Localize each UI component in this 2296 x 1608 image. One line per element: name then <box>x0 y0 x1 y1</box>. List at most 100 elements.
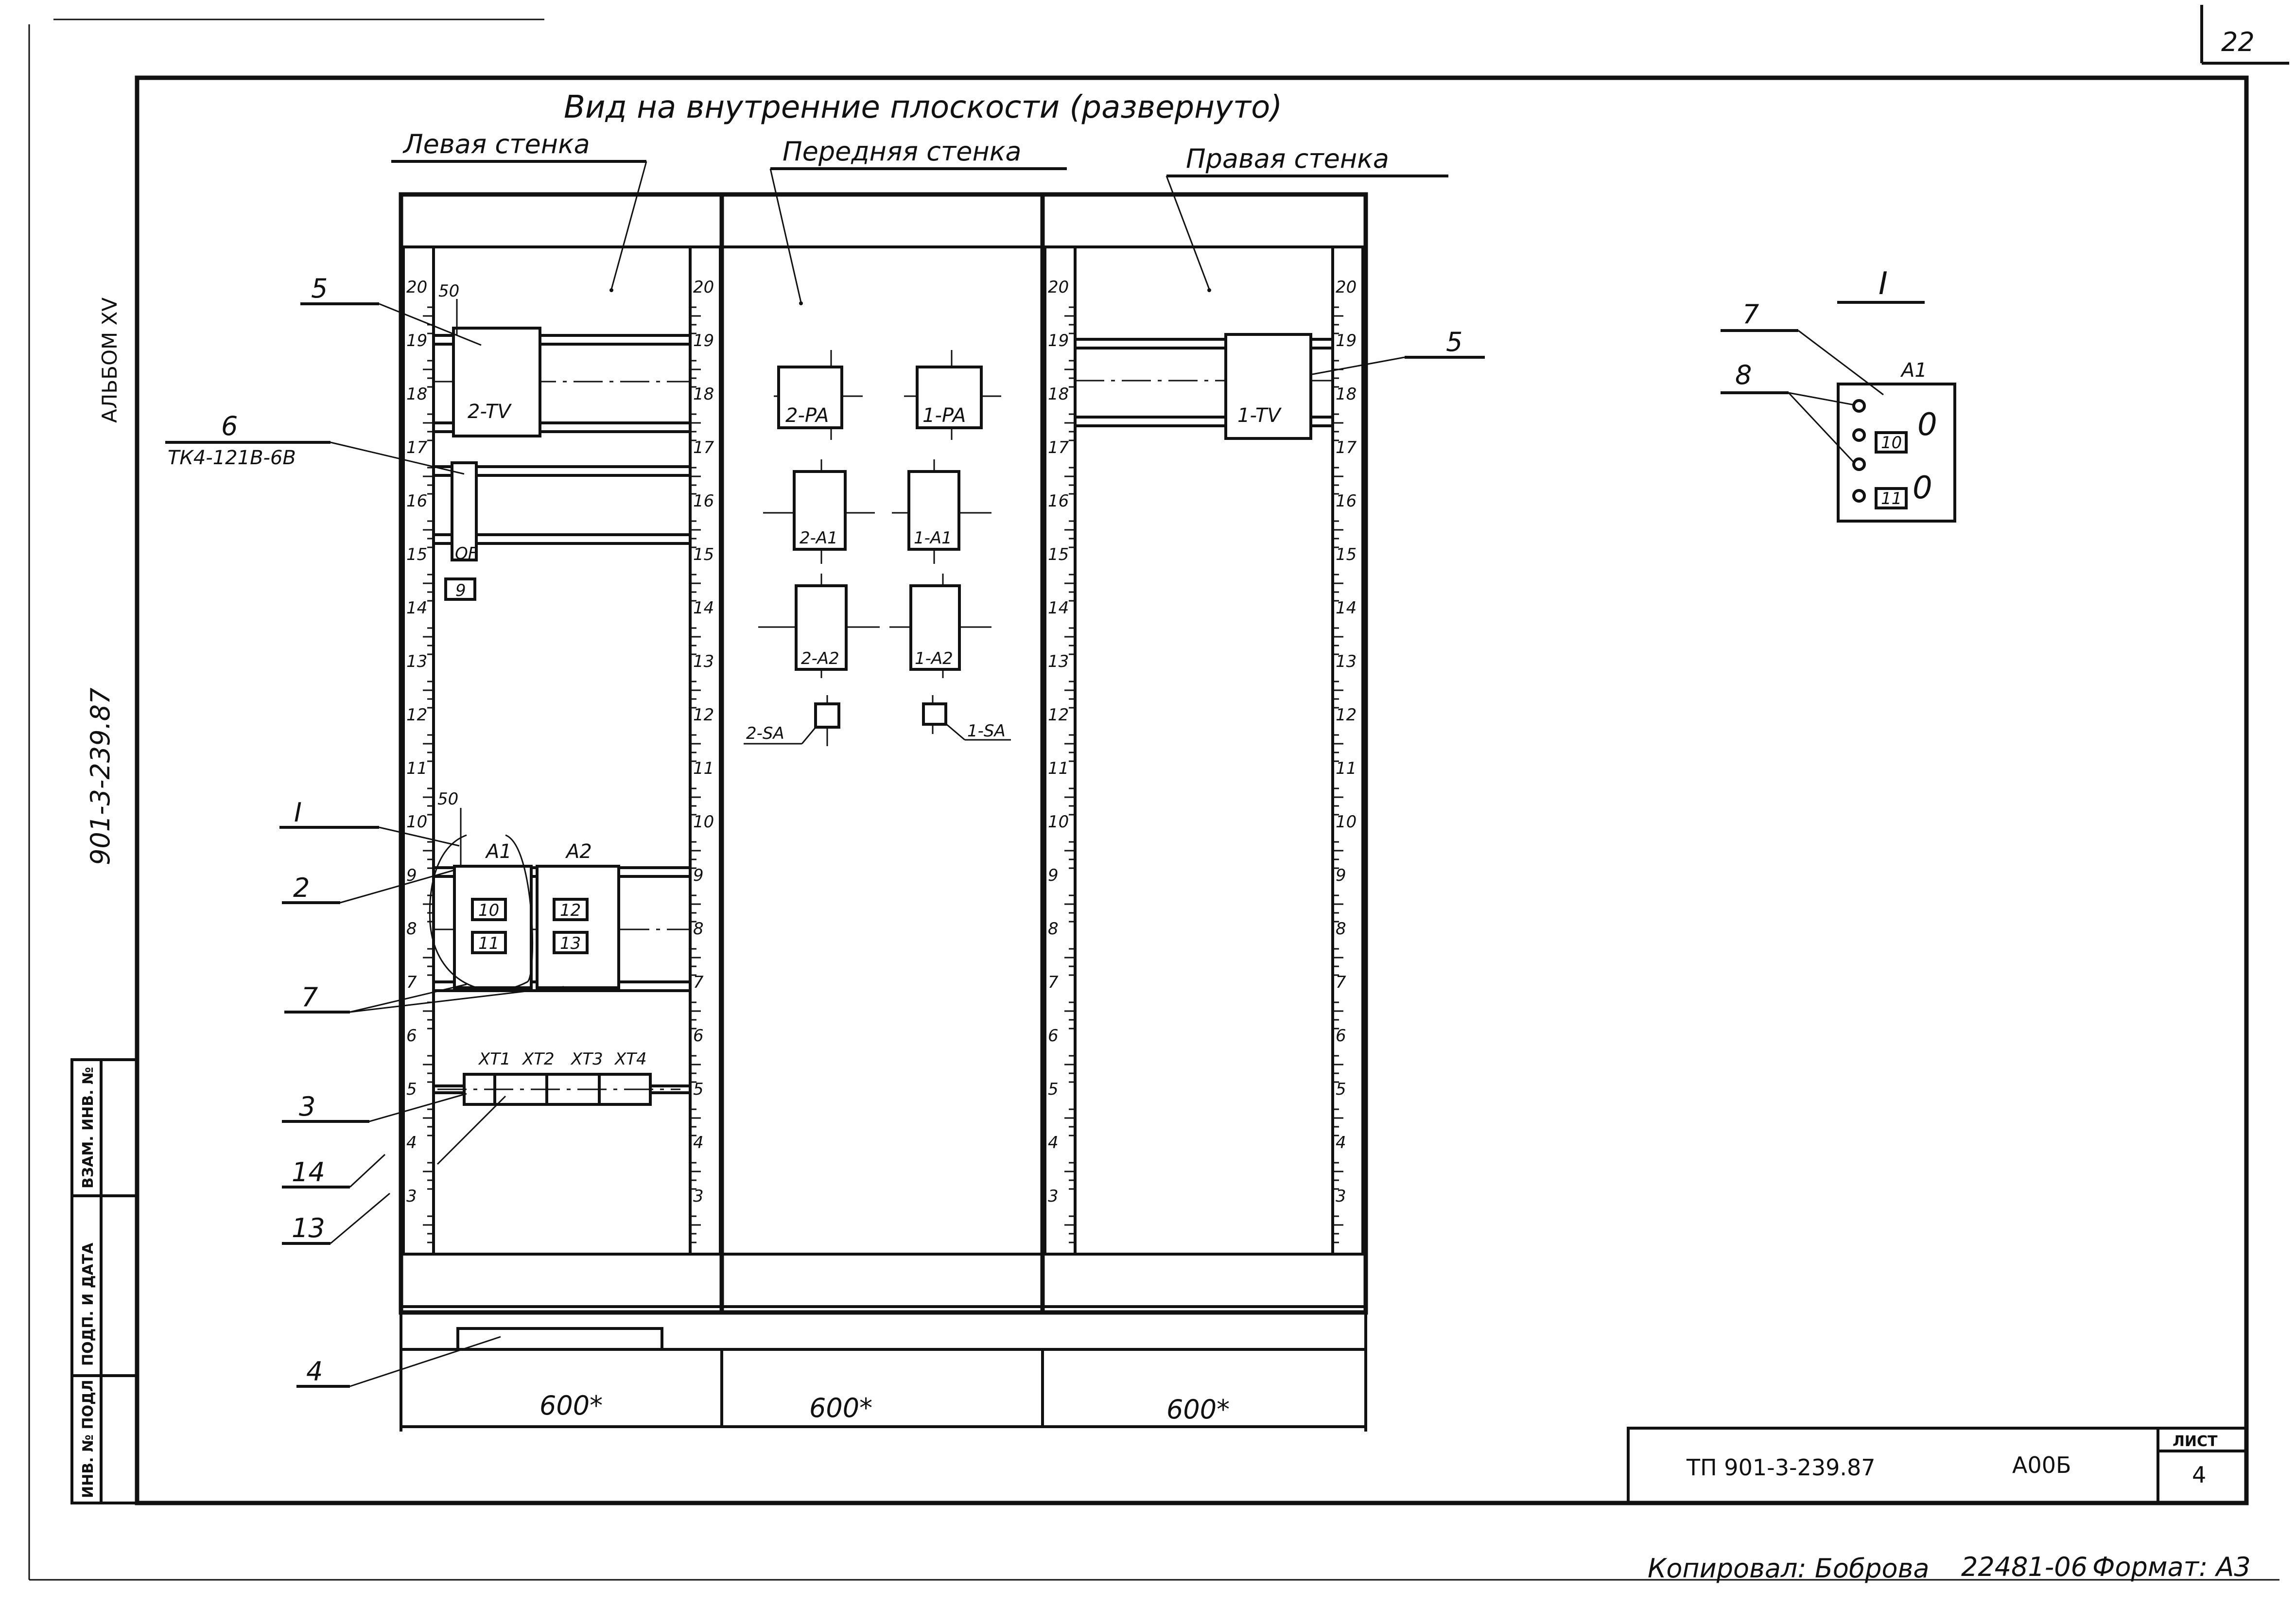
scale-number: 12 <box>406 705 427 725</box>
callout-13: 13 <box>292 1213 325 1243</box>
circuit-breaker-qf <box>451 461 478 561</box>
scale-number: 12 <box>1336 705 1357 725</box>
terminal-xt1: XT1 <box>478 1049 511 1069</box>
callout-14-leader-b <box>436 1095 506 1165</box>
detail-callout-8: 8 <box>1735 360 1752 390</box>
detail-tag-11-label: 11 <box>1881 489 1902 508</box>
scale-number: 16 <box>406 491 427 511</box>
front-wall-leader <box>769 168 802 303</box>
scale-number: 6 <box>406 1026 417 1046</box>
right-wall-leader-dot <box>1207 288 1211 292</box>
callout-7-left: 7 <box>301 982 318 1013</box>
terminal-xt3: XT3 <box>570 1049 603 1069</box>
scale-number: 7 <box>1336 973 1346 992</box>
footer-number: 22481-06 <box>1961 1552 2087 1582</box>
left-wall-leader-dot <box>609 288 613 292</box>
switch-2-sa-leader <box>801 726 818 744</box>
document-code-vertical: 901-3-239.87 <box>85 688 116 865</box>
footer-copied-by: Копировал: Боброва <box>1648 1553 1930 1584</box>
scale-number: 4 <box>406 1133 417 1153</box>
callout-14: 14 <box>292 1157 325 1188</box>
callout-13-leader <box>330 1192 390 1244</box>
detail-tag-10 <box>1875 431 1908 454</box>
callout-2-leader <box>340 869 455 904</box>
scale-number: 5 <box>406 1080 417 1099</box>
callout-14-leader <box>349 1154 386 1188</box>
callout-4-leader <box>349 1336 501 1387</box>
callout-5-left-leader <box>379 303 482 346</box>
detail-a1-label: A1 <box>1900 359 1927 382</box>
detail-zero-2: 0 <box>1913 470 1932 506</box>
scale-number: 14 <box>1048 598 1069 618</box>
detail-hole-1 <box>1852 399 1866 413</box>
scale-number: 7 <box>406 973 417 992</box>
scale-number: 8 <box>693 919 704 939</box>
scale-number: 6 <box>1048 1026 1059 1046</box>
scale-number: 20 <box>1336 278 1357 297</box>
scale-number: 13 <box>1048 652 1069 671</box>
scale-number: 13 <box>693 652 714 671</box>
approval-columns <box>70 1058 139 1504</box>
scale-number: 16 <box>1336 491 1357 511</box>
scale-number: 15 <box>1336 545 1357 564</box>
meter-1-a2 <box>909 584 961 671</box>
ammeter-1-pa-label: 1-PA <box>922 404 966 427</box>
scale-number: 14 <box>693 598 714 618</box>
terminal-xt2: XT2 <box>522 1049 555 1069</box>
front-wall-leader-dot <box>799 301 803 305</box>
view-title: Вид на внутренние плоскости (развернуто) <box>564 89 1282 125</box>
meter-1-a1 <box>907 470 960 551</box>
footer-format: Формат: А3 <box>2092 1552 2251 1582</box>
callout-7-leader-b <box>349 986 564 1013</box>
scale-number: 18 <box>406 385 427 404</box>
ammeter-2-pa-label: 2-PA <box>785 404 829 427</box>
scale-number: 8 <box>1048 919 1059 939</box>
detail-hole-3 <box>1852 457 1866 471</box>
scale-number: 8 <box>406 919 417 939</box>
transformer-2-tv <box>452 327 541 437</box>
switch-2-sa-label: 2-SA <box>746 724 784 743</box>
terminal-xt4: XT4 <box>614 1049 647 1069</box>
block-a1-label: A1 <box>485 840 512 863</box>
detail-hole-2 <box>1852 428 1866 442</box>
detail-zero-1: 0 <box>1917 407 1937 443</box>
scale-number: 17 <box>693 438 714 457</box>
scale-number: 13 <box>406 652 427 671</box>
scale-number: 16 <box>693 491 714 511</box>
block-a2 <box>536 865 620 989</box>
scale-number: 15 <box>693 545 714 564</box>
scale-number: 9 <box>406 866 417 885</box>
tag-12-label: 12 <box>560 901 581 920</box>
callout-4: 4 <box>306 1356 323 1387</box>
callout-3-leader <box>369 1093 467 1122</box>
callout-5-right: 5 <box>1446 327 1462 357</box>
switch-2-sa <box>814 702 840 729</box>
scale-number: 13 <box>1336 652 1357 671</box>
block-a2-label: A2 <box>565 840 592 863</box>
scale-number: 11 <box>406 759 427 778</box>
scale-number: 10 <box>406 812 427 832</box>
tag-10-label: 10 <box>478 901 499 920</box>
tag-11 <box>471 931 507 954</box>
scale-number: 11 <box>693 759 714 778</box>
scale-number: 17 <box>1336 438 1357 457</box>
detail-tag-10-label: 10 <box>1881 433 1902 453</box>
left-wall-title: Левая стенка <box>402 129 590 159</box>
callout-detail-i: I <box>294 797 302 828</box>
dimension-50-mid: 50 <box>437 789 458 809</box>
column-podp-data: ПОДП. И ДАТА <box>80 1242 97 1366</box>
scale-number: 5 <box>693 1080 704 1099</box>
scale-number: 10 <box>1336 812 1357 832</box>
ammeter-1-pa <box>916 366 983 429</box>
upright-scales: 2019181716151413121110987654320191817161… <box>406 278 1357 1243</box>
drawing-frame <box>135 75 2249 1505</box>
qf-tag-9 <box>444 577 476 601</box>
left-wall-leader <box>610 161 647 290</box>
scale-number: 12 <box>1048 705 1069 725</box>
scale-number: 5 <box>1048 1080 1059 1099</box>
callout-6: 6 <box>221 411 238 441</box>
meter-2-a2-label: 2-A2 <box>801 649 839 668</box>
scale-number: 5 <box>1336 1080 1346 1099</box>
callout-5-left: 5 <box>311 273 328 304</box>
